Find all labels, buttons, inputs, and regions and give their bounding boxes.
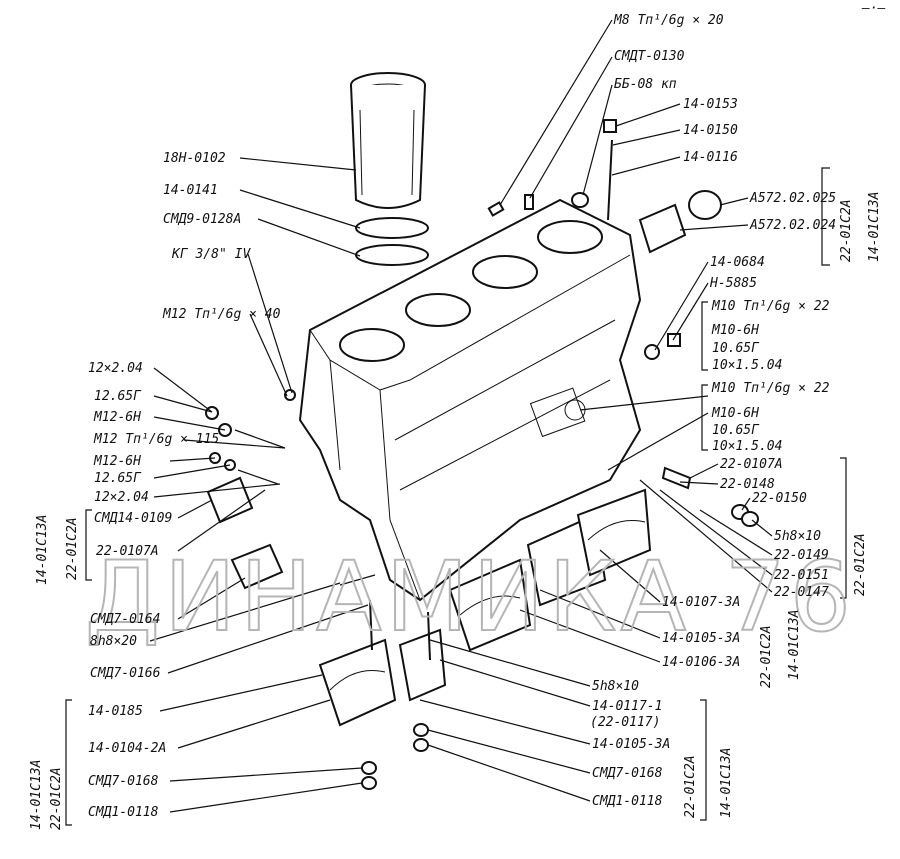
group-label-22-01s2a-bottom-center: 22-01С2А: [683, 755, 698, 818]
cylinder-liner: [350, 72, 426, 209]
group-label-22-01s2a-bottom-left: 22-01С2А: [49, 767, 64, 830]
group-label-22-01s2a-far: 22-01С2А: [853, 533, 868, 596]
label-14-0684: 14-0684: [710, 255, 765, 270]
liner-seal-rings: [355, 217, 429, 266]
group-label-14-01s13a-top: 14-01С13А: [867, 192, 882, 262]
label-n-5885: Н-5885: [709, 276, 757, 291]
label-14-0116: 14-0116: [683, 150, 738, 165]
label-m12-6n-a: М12-6Н: [93, 410, 141, 425]
label-smd7-0168-left: СМД7-0168: [88, 774, 159, 789]
label-m10-22-a: М10 Тп¹/6g × 22: [711, 299, 830, 314]
label-smd14-0109: СМД14-0109: [94, 511, 172, 526]
group-brackets: [65, 167, 847, 826]
label-m12-40: М12 Тп¹/6g × 40: [162, 307, 281, 322]
label-22-0117: (22-0117): [590, 715, 660, 730]
label-a572-025: А572.02.025: [749, 191, 836, 206]
label-10-15-04-a: 10×1.5.04: [712, 358, 782, 373]
label-m10-6n-b: М10-6Н: [711, 406, 759, 421]
label-14-0185: 14-0185: [88, 704, 143, 719]
label-smd9-0128a: СМД9-0128А: [163, 212, 241, 227]
label-22-0107a-left: 22-0107А: [96, 544, 159, 559]
bushings: [638, 190, 722, 254]
label-10-65g-a: 10.65Г: [712, 341, 760, 356]
label-12-65g-b: 12.65Г: [94, 471, 142, 486]
label-18n-0102: 18Н-0102: [163, 151, 226, 166]
group-labels: 22-01С2А 14-01С13А 14-01С13А 22-01С2А 22…: [29, 192, 882, 830]
label-12-2-04-a: 12×2.04: [88, 361, 143, 376]
label-14-0153: 14-0153: [683, 97, 738, 112]
cylinder-block: [298, 198, 642, 602]
label-smd7-0164: СМД7-0164: [90, 612, 160, 627]
label-5h8-10-center: 5h8×10: [592, 679, 639, 694]
label-m10-22-b: М10 Тп¹/6g × 22: [711, 381, 830, 396]
group-label-14-01s13a-mid: 14-01С13А: [787, 610, 802, 680]
label-smd7-0168-bottom: СМД7-0168: [592, 766, 663, 781]
label-22-0150: 22-0150: [752, 491, 807, 506]
label-8h8-20: 8h8×20: [90, 634, 137, 649]
group-label-14-01s13a-bottom-center: 14-01С13А: [719, 748, 734, 818]
label-22-0147: 22-0147: [774, 585, 829, 600]
leader-lines: [149, 19, 773, 813]
label-m12-6n-b: М12-6Н: [93, 454, 141, 469]
label-m10-6n-a: М10-6Н: [711, 323, 759, 338]
label-14-0105-3a-bottom: 14-0105-3А: [592, 737, 670, 752]
label-22-0107a-right: 22-0107А: [720, 457, 783, 472]
group-label-22-01s2a-left: 22-01С2А: [65, 517, 80, 580]
label-smdt-0130: СМДТ-0130: [614, 49, 685, 64]
group-label-22-01s2a-top: 22-01С2А: [839, 199, 854, 262]
label-14-0117-1: 14-0117-1: [592, 699, 662, 714]
group-label-14-01s13a-bottom-left: 14-01С13А: [29, 760, 44, 830]
label-smd1-0118-bottom: СМД1-0118: [592, 794, 663, 809]
label-14-0150: 14-0150: [683, 123, 738, 138]
label-12-65g-a: 12.65Г: [94, 389, 142, 404]
corner-mark: —·—: [861, 1, 886, 16]
group-label-14-01s13a-left: 14-01С13А: [35, 515, 50, 585]
watermark-text: ДИНАМИКА 76: [85, 541, 855, 653]
label-m8-bolt: М8 Тп¹/6g × 20: [613, 13, 724, 28]
label-14-0104-2a: 14-0104-2А: [88, 741, 166, 756]
label-14-0105-3a-right: 14-0105-3А: [662, 631, 740, 646]
label-14-0141: 14-0141: [163, 183, 218, 198]
main-bearing-caps: [318, 488, 652, 727]
label-22-0151: 22-0151: [774, 568, 829, 583]
label-22-0148: 22-0148: [720, 477, 775, 492]
label-14-0106-3a: 14-0106-3А: [662, 655, 740, 670]
label-5h8-10-right: 5h8×10: [774, 529, 821, 544]
label-10-65g-b: 10.65Г: [712, 423, 760, 438]
label-14-0107-3a: 14-0107-3А: [662, 595, 740, 610]
group-label-22-01s2a-mid: 22-01С2А: [759, 625, 774, 688]
left-fittings: [205, 406, 376, 590]
label-smd1-0118-left: СМД1-0118: [88, 805, 159, 820]
label-22-0149: 22-0149: [774, 548, 829, 563]
part-labels: М8 Тп¹/6g × 20 СМДТ-0130 ББ-08 кп 14-015…: [88, 13, 836, 820]
label-bb-08kp: ББ-08 кп: [614, 77, 677, 92]
label-smd7-0166: СМД7-0166: [90, 666, 161, 681]
label-a572-024: А572.02.024: [749, 218, 836, 233]
label-m12-115: М12 Тп¹/6g × 115: [93, 432, 219, 447]
label-kg-3-8: КГ 3/8" IV: [171, 247, 251, 262]
label-12-2-04-b: 12×2.04: [94, 490, 149, 505]
label-10-15-04-b: 10×1.5.04: [712, 439, 782, 454]
studs-and-bolts: [284, 119, 681, 401]
